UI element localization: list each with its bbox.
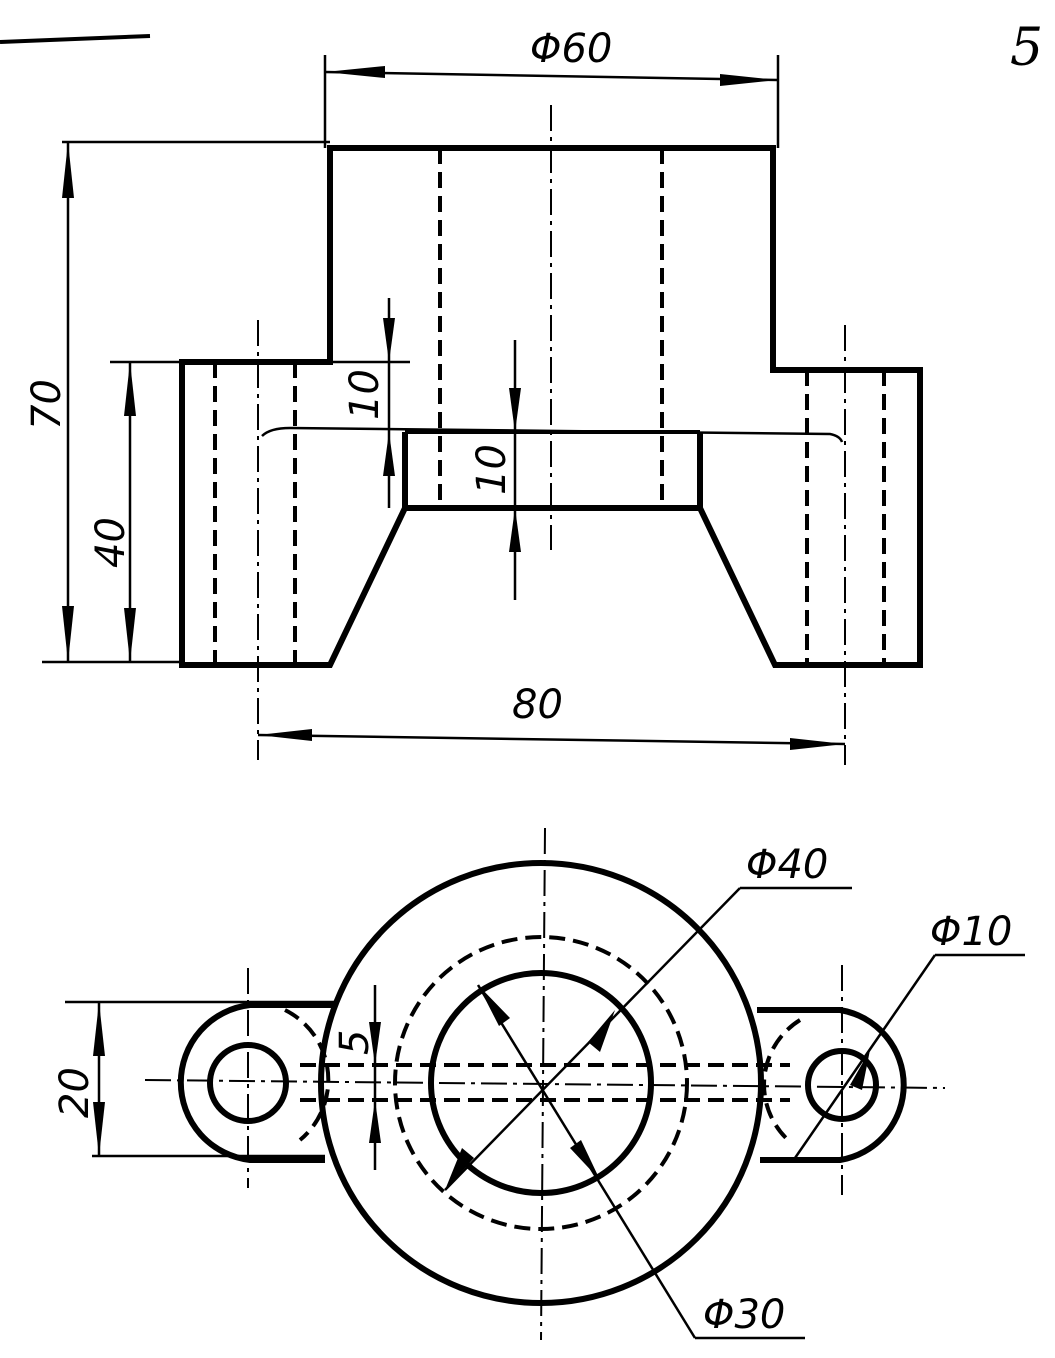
dim-label-phi60: Φ60	[530, 26, 612, 72]
dim-label-20: 20	[52, 1067, 98, 1118]
dim-label-70: 70	[24, 379, 70, 430]
front-slot-line	[261, 426, 844, 443]
arrow-10-center-bottom	[509, 508, 521, 552]
left-ear-outline	[177, 1002, 335, 1163]
arrow-80-right	[790, 738, 845, 750]
arrow-phi60-right	[720, 74, 778, 86]
arrow-10-center-top	[509, 388, 521, 432]
dim-label-phi30: Φ30	[703, 1292, 785, 1338]
arrow-phi10	[850, 1050, 870, 1090]
sheet-border-fragment	[0, 34, 151, 44]
arrow-5-top	[369, 1022, 381, 1065]
top-horizontal-axis	[144, 1079, 946, 1089]
dim-line-80	[257, 733, 846, 746]
dim-label-5: 5	[332, 1030, 378, 1055]
arrow-70-top	[62, 142, 74, 198]
arrow-phi30-top	[478, 985, 510, 1026]
dim-label-phi10: Φ10	[930, 909, 1012, 955]
arrow-phi30-bottom	[570, 1140, 600, 1180]
arrow-40-bottom	[124, 608, 136, 662]
dim-label-10-center: 10	[469, 444, 515, 495]
arrow-10-left-bottom	[383, 432, 395, 476]
top-vertical-axis	[540, 827, 546, 1341]
arrow-phi60-left	[325, 66, 385, 78]
dim-line-phi60	[324, 70, 779, 82]
arrow-phi40-inner	[445, 1148, 474, 1190]
arrow-20-bottom	[93, 1102, 105, 1156]
dim-label-phi40: Φ40	[746, 842, 828, 888]
arrow-5-bottom	[369, 1100, 381, 1143]
right-ear-hidden-arc	[762, 1018, 802, 1142]
arrow-40-top	[124, 362, 136, 416]
arrow-70-bottom	[62, 606, 74, 662]
right-ear-outline	[757, 1007, 907, 1163]
arrow-20-top	[93, 1002, 105, 1056]
left-ear-hidden-arc	[284, 1008, 331, 1142]
arrow-10-left-top	[383, 318, 395, 362]
front-view: Φ60 70 40 10 10 80	[24, 26, 923, 765]
dim-label-40: 40	[88, 517, 134, 568]
leader-phi10	[793, 954, 937, 1159]
top-view: 20 5 Φ40 Φ10 Φ30	[52, 827, 1025, 1341]
dim-label-10-left: 10	[342, 369, 388, 420]
sheet-number: 5	[1010, 18, 1043, 78]
dim-label-80: 80	[512, 682, 563, 728]
arrow-80-left	[258, 729, 312, 741]
arrow-phi40-outer	[588, 1010, 615, 1052]
